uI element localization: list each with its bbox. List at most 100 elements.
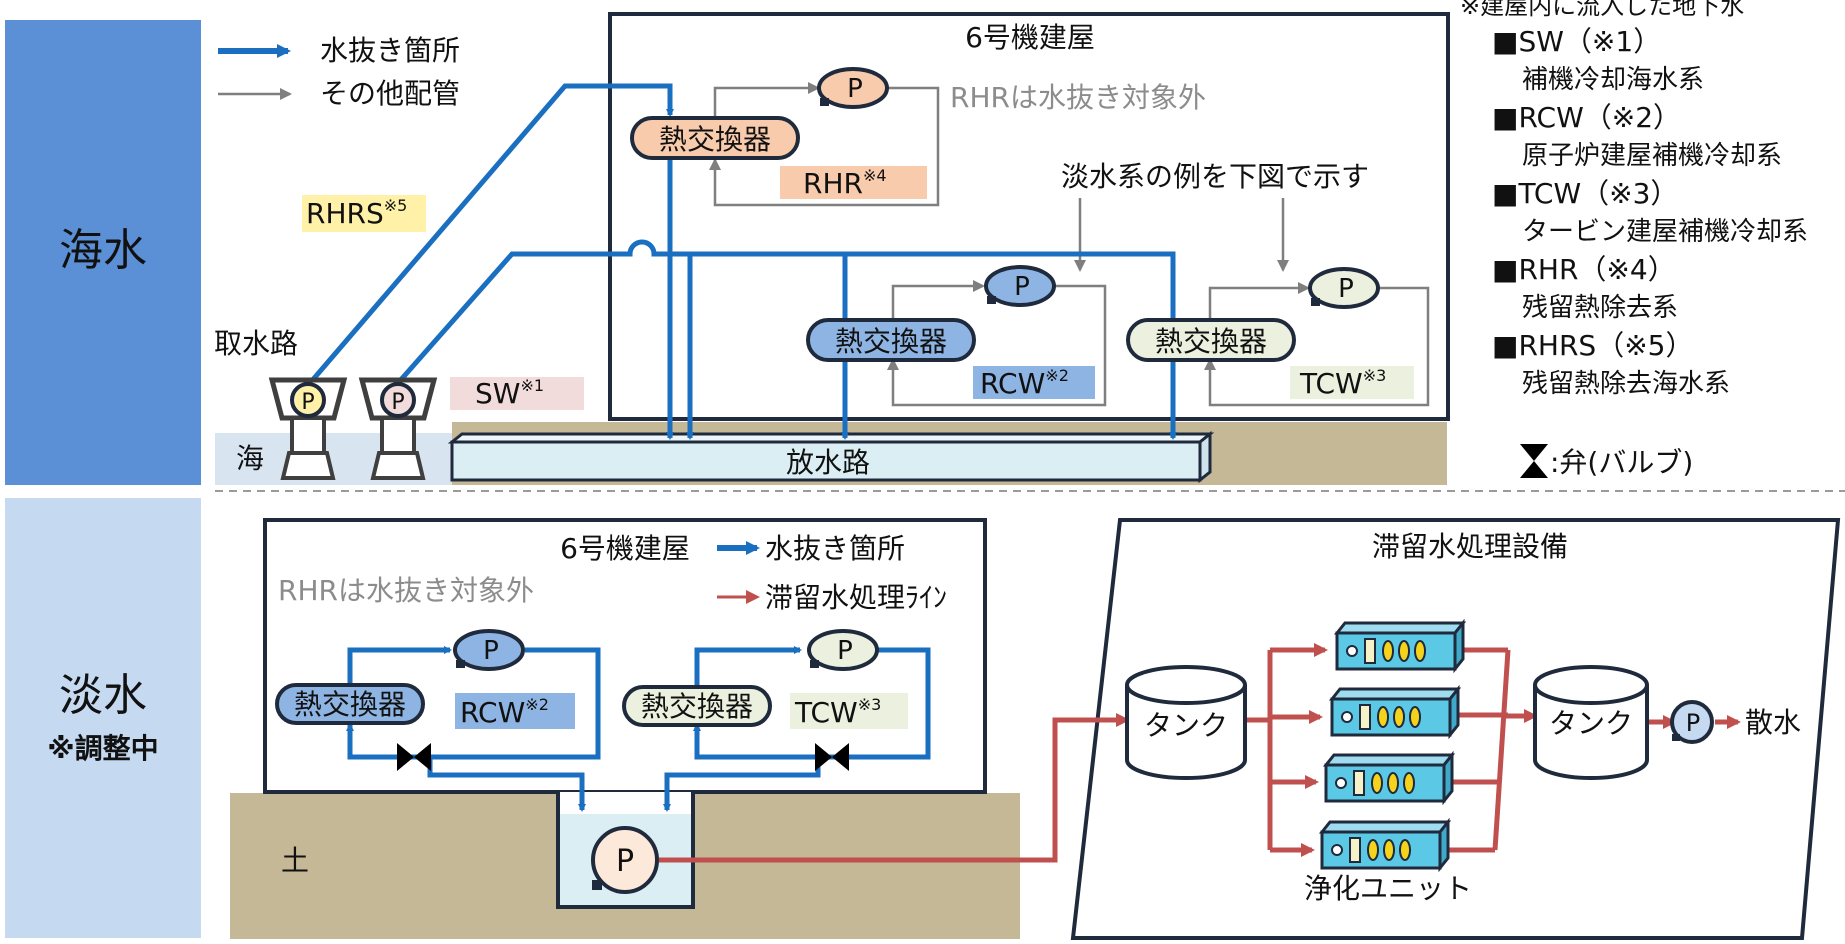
outfall-label: 放水路 xyxy=(786,446,870,479)
purification-unit-4 xyxy=(1318,817,1452,873)
sw-supply-pipe xyxy=(396,239,1177,385)
building-title-bottom: 6号機建屋 xyxy=(560,532,690,565)
fresh-band-sublabel: ※調整中 xyxy=(47,732,158,765)
svg-text:P: P xyxy=(1014,272,1030,302)
notes-header: ※建屋内に流入した地下水 xyxy=(1460,0,1744,20)
note-sw-name: ■SW（※1） xyxy=(1492,25,1661,58)
note-tcw-desc: タービン建屋補機冷却系 xyxy=(1522,217,1808,247)
note-rhr-desc: 残留熱除去系 xyxy=(1522,293,1678,323)
purification-unit-1 xyxy=(1333,618,1467,674)
pump-rhr: P xyxy=(817,67,889,109)
fresh-band-label: 淡水 xyxy=(59,670,147,721)
tcw-label-bottom: TCW※3 xyxy=(794,695,881,729)
soil-label: 土 xyxy=(281,844,309,877)
heat-exchanger-tcw-top: 熱交換器 xyxy=(1126,318,1296,362)
tank-2: タンク xyxy=(1533,665,1649,780)
rcw-label-bg-top xyxy=(973,366,1095,399)
tank-1: タンク xyxy=(1125,665,1247,780)
svg-text:P: P xyxy=(1686,709,1700,737)
note-rcw-desc: 原子炉建屋補機冷却系 xyxy=(1522,141,1782,171)
rcw-label-top: RCW※2 xyxy=(980,366,1069,400)
note-rhrs-name: ■RHRS（※5） xyxy=(1492,329,1693,362)
svg-text:熱交換器: 熱交換器 xyxy=(641,690,753,723)
pump-rcw-top: P xyxy=(984,265,1056,307)
rcw-loop-pipe xyxy=(891,280,985,330)
notes-list: ■SW（※1） 補機冷却海水系 ■RCW（※2） 原子炉建屋補機冷却系 ■TCW… xyxy=(1492,25,1808,399)
intake-label: 取水路 xyxy=(214,327,298,360)
sea-label: 海 xyxy=(236,442,264,475)
note-rcw-name: ■RCW（※2） xyxy=(1492,101,1681,134)
valve-rcw xyxy=(397,743,431,771)
note-rhrs-desc: 残留熱除去海水系 xyxy=(1522,369,1730,399)
outfall-channel xyxy=(450,440,1202,482)
svg-text:タンク: タンク xyxy=(1549,707,1633,740)
tcw-circuit-a xyxy=(694,646,802,686)
svg-text:P: P xyxy=(1338,274,1354,304)
svg-text:熱交換器: 熱交換器 xyxy=(659,123,771,156)
sea-band-label: 海水 xyxy=(59,225,147,276)
tcw-loop-pipe xyxy=(1208,282,1310,330)
rhrs-label: RHRS※5 xyxy=(306,196,407,230)
sea-band xyxy=(5,20,201,485)
heat-exchanger-rcw-top: 熱交換器 xyxy=(806,318,976,362)
heat-exchanger-rhr: 熱交換器 xyxy=(630,116,800,160)
valve-legend-text: :弁(バルブ) xyxy=(1550,446,1693,479)
legend-treatment-text: 滞留水処理ﾗｲﾝ xyxy=(765,581,947,614)
svg-text:P: P xyxy=(847,74,863,104)
svg-text:タンク: タンク xyxy=(1144,709,1228,742)
intake-pump-sw: P xyxy=(358,377,438,480)
rhr-return-pipe xyxy=(709,86,940,207)
pump-tcw-top: P xyxy=(1308,267,1380,309)
purification-unit-3 xyxy=(1322,750,1456,806)
rhr-label: RHR※4 xyxy=(803,166,887,200)
treatment-line-manifold-out xyxy=(1492,649,1511,851)
purification-unit-2 xyxy=(1328,684,1462,740)
svg-text:熱交換器: 熱交換器 xyxy=(835,325,947,358)
rcw-return-pipe xyxy=(887,284,1107,407)
sump-pump: P xyxy=(591,826,659,894)
treatment-facility-title: 滞留水処理設備 xyxy=(1372,530,1568,563)
tcw-label-bg-bottom xyxy=(790,693,908,729)
tcw-circuit-c xyxy=(693,723,818,760)
note-sw-desc: 補機冷却海水系 xyxy=(1522,65,1704,95)
building-unit6-top xyxy=(608,12,1450,421)
valve-legend-icon xyxy=(1520,444,1548,478)
valve-tcw xyxy=(815,743,849,771)
intake-pump-rhrs: P xyxy=(268,377,348,480)
legend-drain-text: 水抜き箇所 xyxy=(320,34,460,67)
note-rhr-name: ■RHR（※4） xyxy=(1492,253,1676,286)
tcw-label-top: TCW※3 xyxy=(1299,366,1386,400)
svg-text:P: P xyxy=(837,636,853,666)
rhr-excluded-text-top: RHRは水抜き対象外 xyxy=(950,81,1206,114)
tcw-return-pipe xyxy=(1204,286,1430,407)
rhr-label-bg xyxy=(780,166,927,199)
svg-text:熱交換器: 熱交換器 xyxy=(294,688,406,721)
spray-pump: P xyxy=(1670,700,1714,744)
tcw-label-bg-top xyxy=(1290,366,1414,399)
note-tcw-name: ■TCW（※3） xyxy=(1492,177,1678,210)
treatment-line-to-tank xyxy=(659,713,1130,863)
sump-pit-top-fill xyxy=(560,792,691,814)
legend-drain-text-bottom: 水抜き箇所 xyxy=(765,532,905,565)
sw-label-bg xyxy=(450,377,584,410)
sw-label: SW※1 xyxy=(475,376,544,410)
freshwater-example-text: 淡水系の例を下図で示す xyxy=(1061,160,1369,193)
svg-text:P: P xyxy=(301,390,314,415)
rcw-label-bottom: RCW※2 xyxy=(460,695,549,729)
fresh-band xyxy=(5,498,201,938)
rcw-label-bg-bottom xyxy=(455,693,575,729)
legend-other-text: その他配管 xyxy=(320,77,460,110)
svg-text:P: P xyxy=(391,390,404,415)
rcw-circuit-a xyxy=(347,646,452,686)
spray-label: 散水 xyxy=(1745,706,1801,739)
rhrs-label-bg xyxy=(302,195,426,232)
svg-text:P: P xyxy=(616,844,634,879)
svg-text:熱交換器: 熱交換器 xyxy=(1155,325,1267,358)
heat-exchanger-rcw-bottom: 熱交換器 xyxy=(275,683,425,725)
pump-rcw-bottom: P xyxy=(453,629,525,671)
heat-exchanger-tcw-bottom: 熱交換器 xyxy=(622,685,772,727)
building-title-top: 6号機建屋 xyxy=(965,21,1095,54)
purification-unit-label: 浄化ユニット xyxy=(1304,872,1472,905)
rhrs-supply-pipe xyxy=(308,83,674,385)
